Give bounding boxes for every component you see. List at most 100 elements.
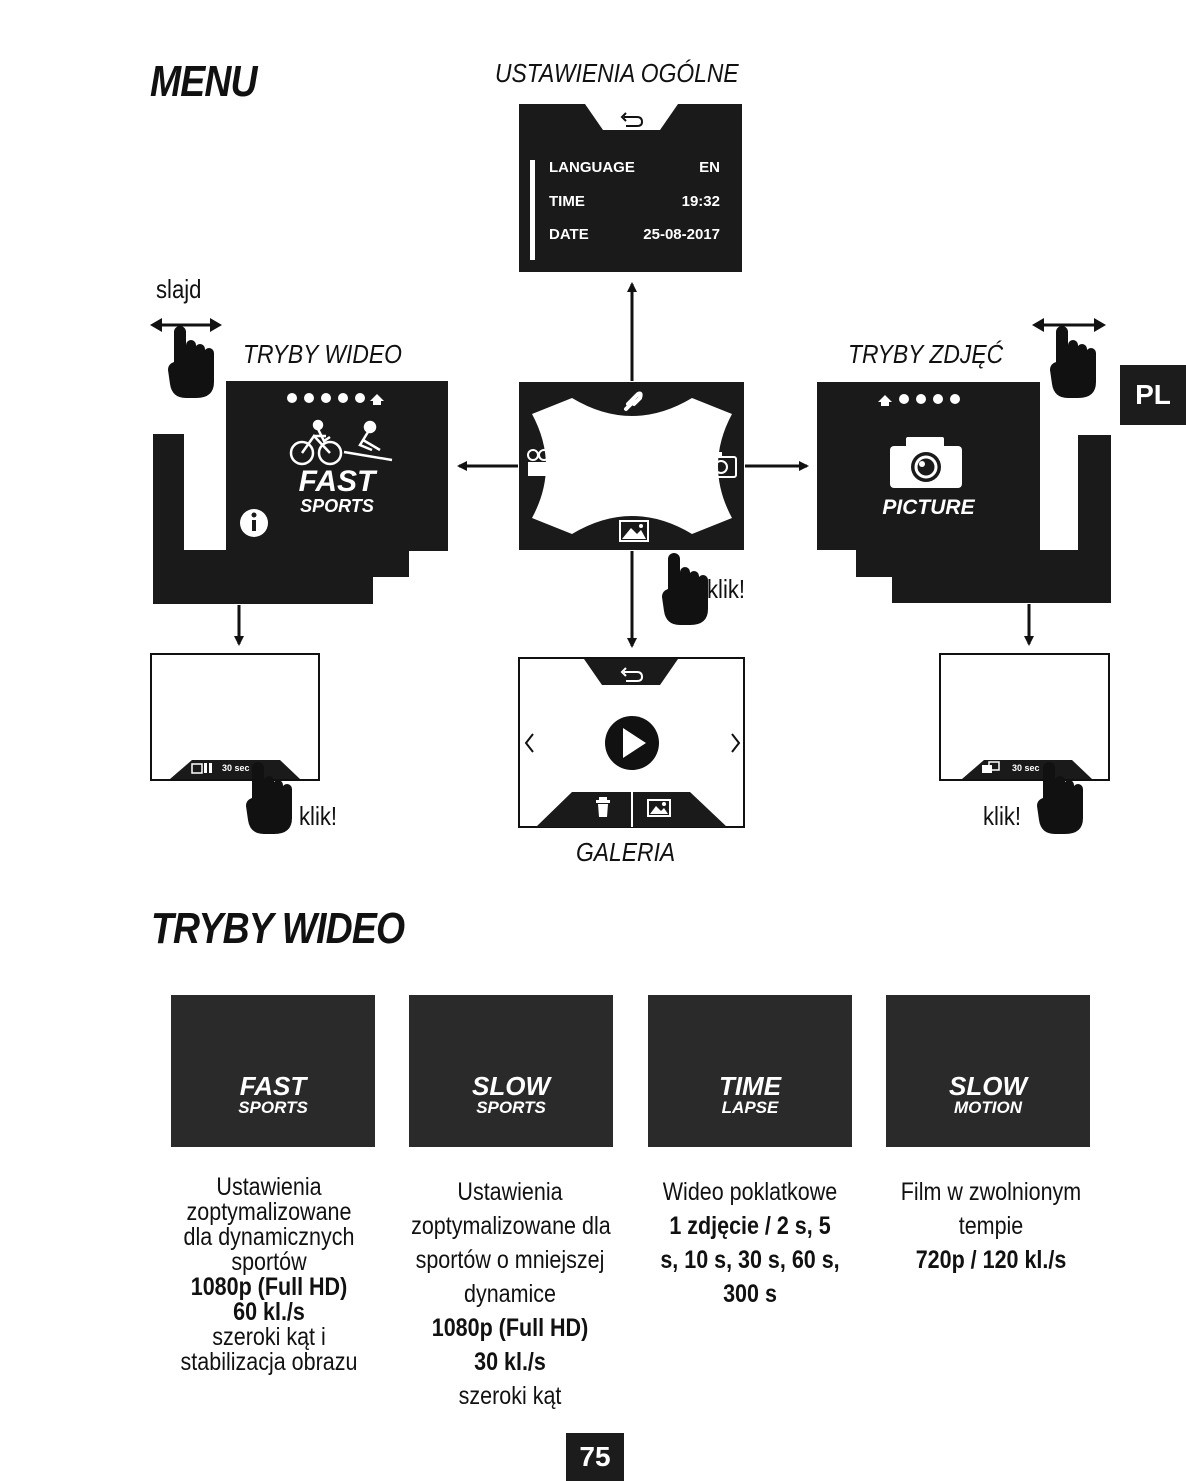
swipe-gesture-left [150,318,222,398]
settings-row-date[interactable]: DATE 25-08-2017 [549,226,720,243]
video-modes-screen-stack[interactable] [153,381,448,604]
video-camera-icon[interactable] [527,449,559,478]
photo-mode-dots-indicator [878,394,960,406]
click-label-center: klik! [707,574,746,604]
settings-value: 25-08-2017 [643,226,720,243]
preview-time-left: 30 sec [222,763,250,773]
description-line: sportów [231,1248,307,1276]
video-mode-small-icon [191,763,212,774]
chevron-left-icon[interactable] [524,733,534,753]
settings-value: EN [699,159,720,176]
description-line: dla dynamicznych [183,1223,355,1251]
gallery-image-icon[interactable] [619,520,649,542]
settings-row-language[interactable]: LANGUAGE EN [549,159,720,176]
picture-camera-icon [890,437,962,488]
gallery-label: GALERIA [576,837,676,867]
mode-name: SLOW [472,1071,550,1101]
mode-description: Film w zwolnionym tempie 720p / 120 kl./s [876,1175,1106,1277]
mode-name: SLOW [949,1071,1027,1101]
video-mode-title: FAST [298,465,376,498]
language-tab: PL [1120,365,1186,425]
description-line: 1 zdjęcie / 2 s, 5 [669,1212,831,1240]
gallery-image-icon[interactable] [647,799,671,817]
description-line: Ustawienia [216,1173,322,1201]
mode-tile-slow-sports[interactable]: SLOW SPORTS [409,995,613,1147]
description-line: sportów o mniejszej [415,1246,605,1274]
description-line: 1080p (Full HD) [190,1273,348,1301]
photo-mode-title: PICTURE [882,496,975,519]
general-settings-label: USTAWIENIA OGÓLNE [495,58,739,88]
swipe-gesture-right [1032,318,1106,398]
mode-name: FAST [239,1071,307,1101]
main-menu-screen[interactable] [519,382,744,550]
play-button-icon[interactable] [605,716,659,770]
mode-tile-slow-motion[interactable]: SLOW MOTION [886,995,1090,1147]
menu-title: MENU [150,57,258,106]
mode-subname: SPORTS [238,1098,308,1117]
photo-mode-small-icon [982,761,1000,773]
click-label-left: klik! [299,801,338,831]
page-number: 75 [566,1433,624,1481]
chevron-right-icon[interactable] [731,733,741,753]
video-modes-label: TRYBY WIDEO [243,339,402,369]
preview-time-right: 30 sec [1012,763,1040,773]
description-line: 30 kl./s [474,1348,546,1376]
settings-scrollbar[interactable] [530,160,535,260]
photo-modes-label: TRYBY ZDJĘĆ [848,339,1004,369]
description-line: zoptymalizowane dla [411,1212,611,1240]
back-arrow-icon[interactable] [620,112,644,127]
mode-description: Ustawienia zoptymalizowane dla sportów o m… [395,1175,625,1413]
description-line: Film w zwolnionym [900,1178,1082,1206]
hand-icon [662,553,708,625]
mode-tile-fast-sports[interactable]: FAST SPORTS [171,995,375,1147]
settings-key: TIME [549,193,585,210]
description-line: 300 s [723,1280,777,1308]
photo-camera-icon[interactable] [705,452,737,478]
settings-row-time[interactable]: TIME 19:32 [549,193,720,210]
back-arrow-icon[interactable] [620,667,644,682]
description-line: szeroki kąt [458,1382,562,1410]
slide-label: slajd [156,274,202,304]
settings-value: 19:32 [681,193,720,210]
description-line: szeroki kąt i [212,1323,326,1351]
description-line: Ustawienia [457,1178,563,1206]
video-preview-screen[interactable] [150,653,320,781]
click-label-right: klik! [983,801,1022,831]
description-line: s, 10 s, 30 s, 60 s, [660,1246,840,1274]
mode-tile-time-lapse[interactable]: TIME LAPSE [648,995,852,1147]
photo-modes-screen-stack[interactable] [817,382,1111,603]
video-mode-subtitle: SPORTS [300,496,374,516]
description-line: 720p / 120 kl./s [915,1246,1067,1274]
home-icon [370,394,384,405]
video-modes-heading: TRYBY WIDEO [151,904,405,953]
gallery-screen[interactable] [518,657,745,828]
flow-arrows [234,282,1034,648]
general-settings-screen[interactable] [519,104,742,272]
home-icon [878,395,892,406]
description-line: dynamice [463,1280,557,1308]
fast-sports-icon [289,419,393,466]
hand-icon [168,326,214,398]
description-line: 1080p (Full HD) [431,1314,589,1342]
settings-key: LANGUAGE [549,159,635,176]
settings-key: DATE [549,226,589,243]
mode-subname: MOTION [954,1098,1022,1117]
mode-subname: LAPSE [721,1098,779,1117]
wrench-icon[interactable] [624,391,643,411]
mode-subname: SPORTS [476,1098,546,1117]
description-line: 60 kl./s [233,1298,305,1326]
info-icon[interactable] [240,509,268,537]
mode-dots-indicator [287,393,384,405]
description-line: tempie [958,1212,1024,1240]
mode-description: Wideo poklatkowe 1 zdjęcie / 2 s, 5 s, 10 … [635,1175,865,1311]
trash-icon[interactable] [596,797,610,817]
description-line: Wideo poklatkowe [662,1178,838,1206]
photo-preview-screen[interactable] [939,653,1110,781]
description-line: stabilizacja obrazu [180,1348,358,1376]
general-settings-rows: LANGUAGE EN TIME 19:32 DATE 25-08-2017 [519,104,742,272]
mode-name: TIME [718,1071,782,1101]
hand-icon [1050,326,1096,398]
description-line: zoptymalizowane [186,1198,352,1226]
